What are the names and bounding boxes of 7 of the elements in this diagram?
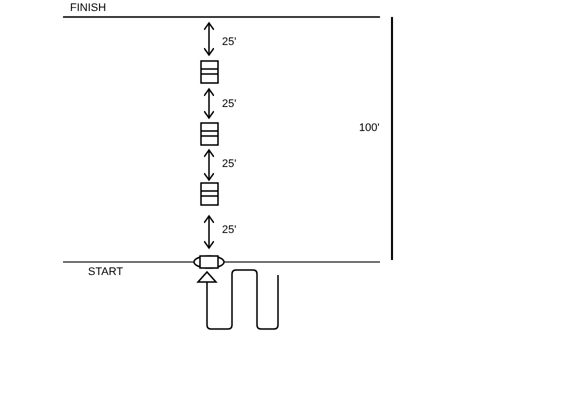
dimension-label: 25' [222, 158, 236, 171]
dimension-label: 25' [222, 98, 236, 111]
dimension-label: 25' [222, 36, 236, 49]
line-label: START [88, 266, 124, 279]
dimension-label: 25' [222, 224, 236, 237]
line-label: FINISH [70, 2, 106, 15]
dimension-label: 100' [359, 122, 380, 135]
